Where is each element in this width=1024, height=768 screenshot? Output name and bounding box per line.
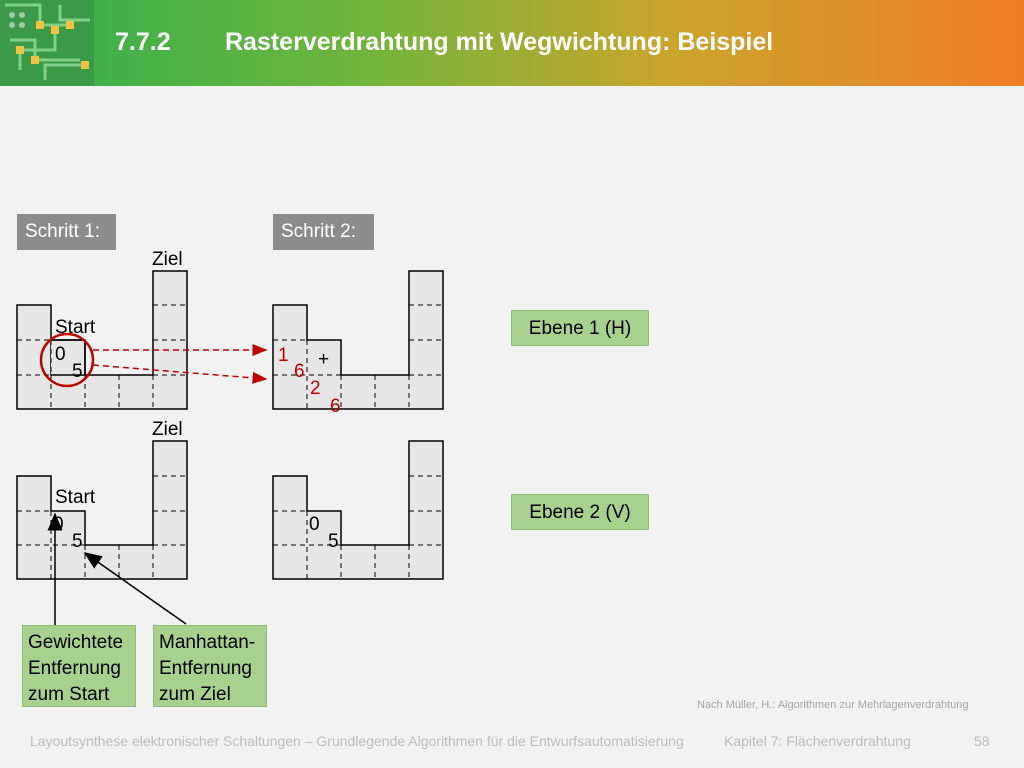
circuit-logo-icon [0, 0, 94, 86]
target-label-1: Ziel [152, 249, 183, 270]
weighted-note-line-1: Gewichtete [28, 632, 124, 653]
manhattan-distance-note: Manhattan- Entfernung zum Ziel [153, 625, 267, 707]
grid-step1-layer2 [16, 440, 188, 580]
layer-2-label: Ebene 2 (V) [511, 494, 649, 530]
step-2-label: Schritt 2: [273, 214, 374, 250]
weighted-note-line-2: Entfernung [28, 658, 121, 679]
slide-title: Rasterverdrahtung mit Wegwichtung: Beisp… [225, 28, 774, 56]
manhattan-distance-arrow [83, 552, 187, 625]
dist-start-s1-l1: 0 [55, 344, 66, 365]
grid-step2-layer1 [272, 270, 444, 410]
footer-course: Layoutsynthese elektronischer Schaltunge… [30, 733, 684, 749]
expansion-arrow-diagonal [92, 364, 268, 384]
dist-target-s1-l2: 5 [72, 531, 83, 552]
layer-1-label: Ebene 1 (H) [511, 310, 649, 346]
dist-start-s1-l2: 0 [53, 514, 64, 535]
dist-target-s1-l1: 5 [72, 361, 83, 382]
grid-step1-layer1 [16, 270, 188, 410]
start-label-1: Start [55, 317, 96, 338]
s2-l1-value-b: 6 [294, 361, 305, 382]
target-label-2: Ziel [152, 419, 183, 440]
step-1-label: Schritt 1: [17, 214, 116, 250]
grid-step2-layer2 [272, 440, 444, 580]
start-label-2: Start [55, 487, 96, 508]
start-highlight-circle [39, 332, 95, 388]
manhattan-note-line-2: Entfernung [159, 658, 252, 679]
s2-l1-value-a: 1 [278, 345, 289, 366]
dist-start-s2-l2: 0 [309, 514, 320, 535]
section-number: 7.7.2 [115, 28, 171, 56]
page-number: 58 [974, 733, 990, 749]
footer-chapter: Kapitel 7: Flächenverdrahtung [724, 733, 911, 749]
source-citation: Nach Müller, H.: Algorithmen zur Mehrlag… [697, 699, 969, 711]
dist-target-s2-l2: 5 [328, 531, 339, 552]
manhattan-note-line-1: Manhattan- [159, 632, 256, 653]
weighted-distance-note: Gewichtete Entfernung zum Start [22, 625, 136, 707]
weighted-note-line-3: zum Start [28, 684, 110, 705]
s2-l1-value-d: 6 [330, 396, 341, 417]
s2-l1-plus: + [318, 349, 330, 370]
s2-l1-value-c: 2 [310, 378, 321, 399]
header-bar: 7.7.2 Rasterverdrahtung mit Wegwichtung:… [0, 0, 1024, 86]
manhattan-note-line-3: zum Ziel [159, 684, 231, 705]
